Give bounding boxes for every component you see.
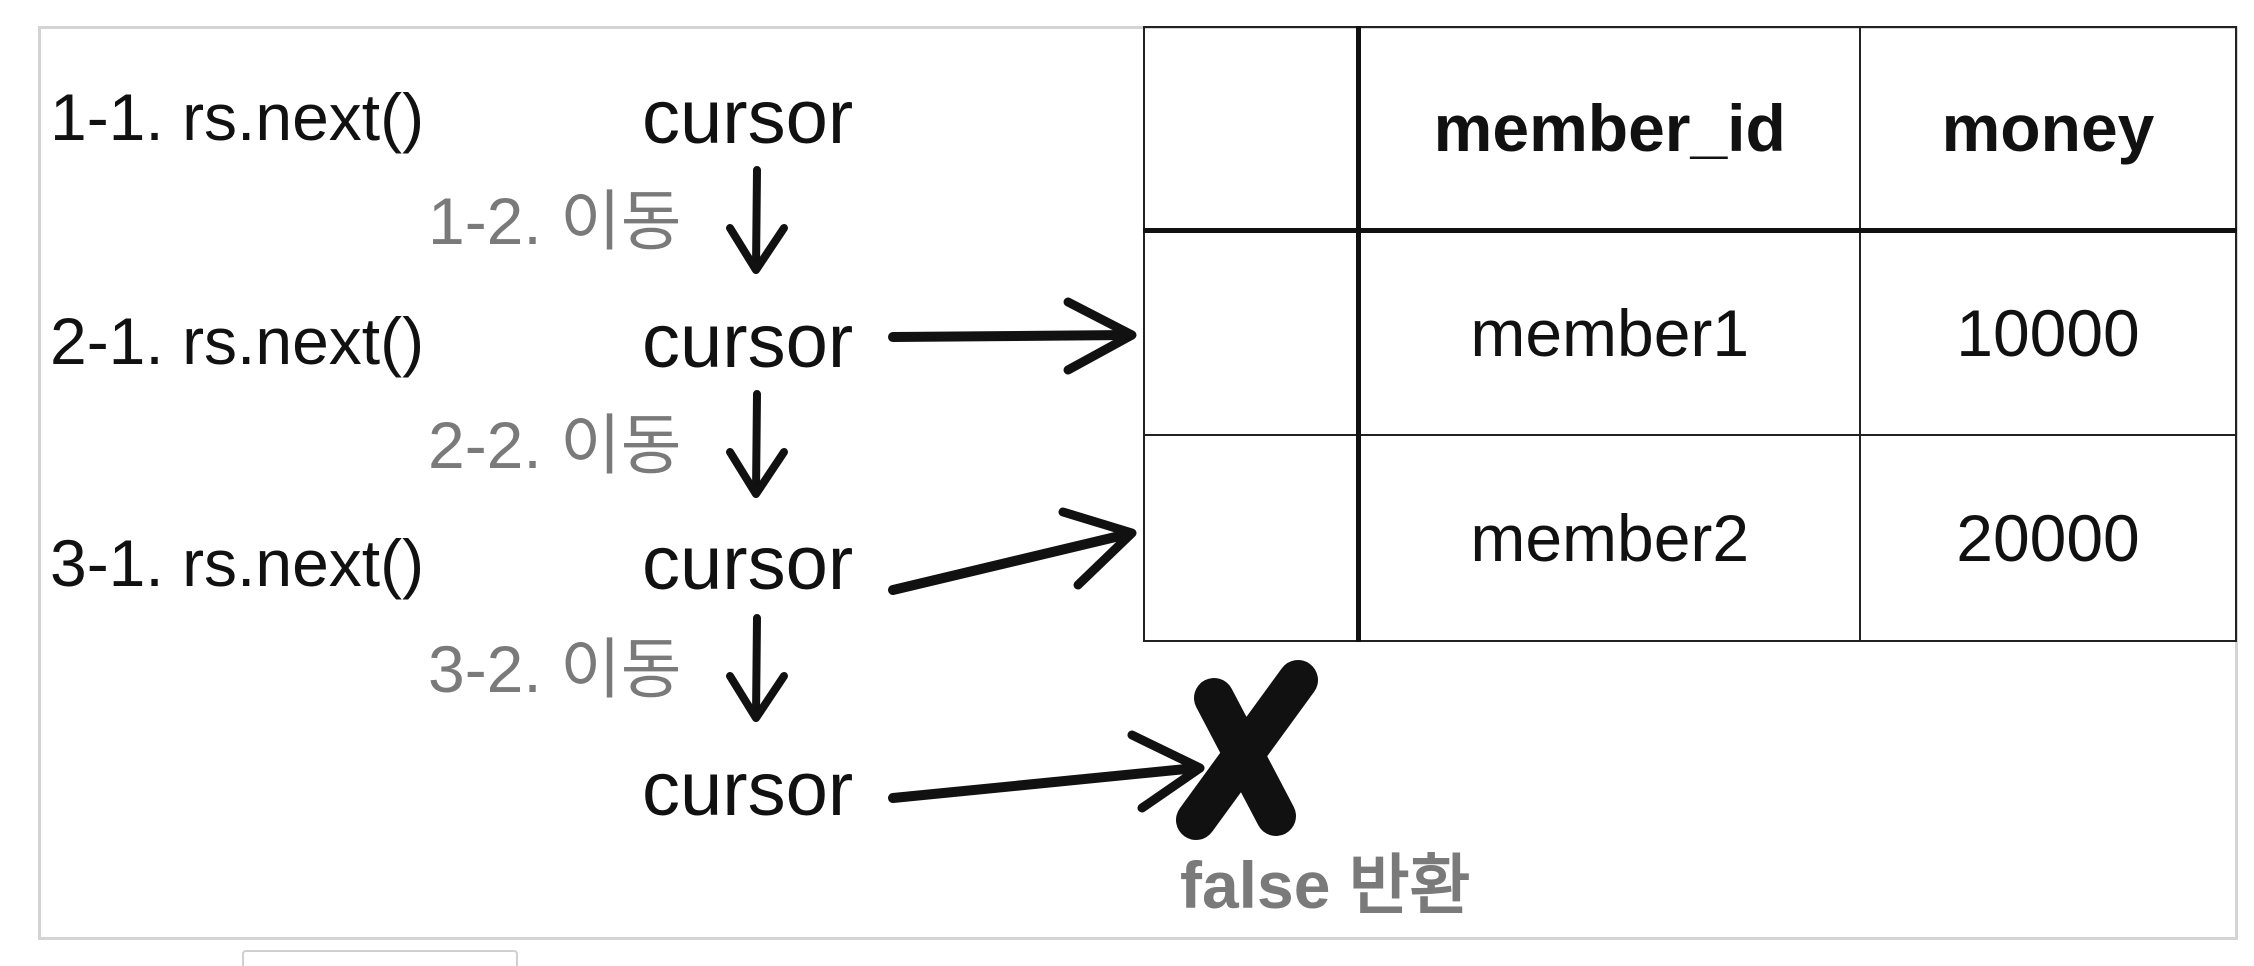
step-move-2: 2-2. 이동: [428, 408, 682, 482]
row-cell-member-id: member1: [1357, 229, 1861, 436]
right-arrow-icon: [888, 297, 1137, 375]
header-cell-money: money: [1859, 26, 2237, 233]
cursor-label-2: cursor: [642, 299, 854, 384]
cross-mark-icon: [1176, 660, 1318, 840]
false-return-label: false 반환: [1180, 848, 1471, 922]
cursor-label-3: cursor: [642, 521, 854, 606]
right-arrow-icon: [888, 507, 1137, 595]
row-cell-money: 20000: [1859, 434, 2237, 642]
header-cell-member-id: member_id: [1357, 26, 1861, 233]
table-row: member2 20000: [1143, 434, 2237, 642]
header-cell-index: [1143, 26, 1361, 233]
step-move-1: 1-2. 이동: [428, 184, 682, 258]
step-move-3: 3-2. 이동: [428, 632, 682, 706]
step-next-3: 3-1. rs.next(): [50, 526, 425, 600]
row-cell-index: [1143, 229, 1361, 436]
down-arrow-icon: [726, 166, 788, 274]
right-arrow-icon: [888, 730, 1205, 813]
row-cell-member-id: member2: [1357, 434, 1861, 642]
tab-stub: [242, 950, 518, 966]
cursor-label-4: cursor: [642, 747, 854, 832]
diagram-frame: [38, 26, 2238, 940]
step-next-2: 2-1. rs.next(): [50, 304, 425, 378]
step-next-1: 1-1. rs.next(): [50, 80, 425, 154]
down-arrow-icon: [726, 614, 788, 722]
result-set-table: member_id money member1 10000 member2 20…: [1143, 26, 2237, 642]
down-arrow-icon: [726, 390, 788, 498]
row-cell-index: [1143, 434, 1361, 642]
table-row: member1 10000: [1143, 229, 2237, 436]
row-cell-money: 10000: [1859, 229, 2237, 436]
table-header-row: member_id money: [1143, 26, 2237, 233]
cursor-label-1: cursor: [642, 75, 854, 160]
